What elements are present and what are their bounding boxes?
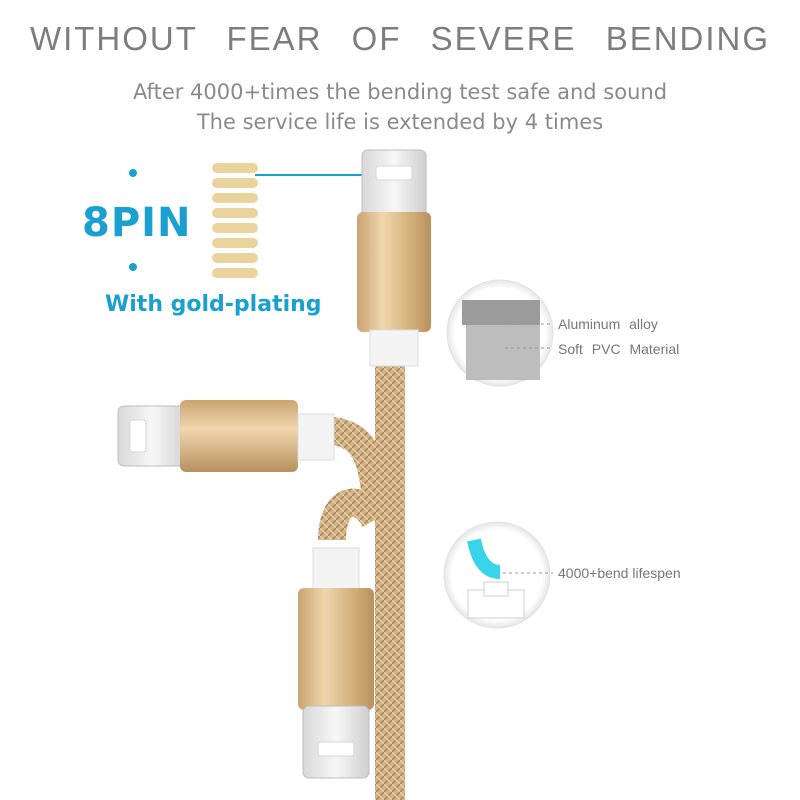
subtitle-line-1: After 4000+times the bending test safe a… bbox=[132, 80, 668, 104]
pin-dot-bottom bbox=[129, 263, 137, 271]
gold-plating-label: With gold-plating bbox=[105, 292, 322, 317]
subtitle-line-2: The service life is extended by 4 times bbox=[196, 110, 604, 134]
gold-pins-icon bbox=[212, 163, 258, 278]
bend-detail-disc bbox=[443, 521, 553, 629]
bend-lifespan-label: 4000+bend lifespen bbox=[558, 565, 681, 581]
lightning-connector-top bbox=[357, 149, 431, 367]
lightning-connector-left bbox=[117, 400, 335, 472]
pin-dot-top bbox=[129, 169, 137, 177]
pin-label: 8PIN bbox=[82, 200, 192, 246]
page-title: WITHOUT FEAR OF SEVERE BENDING bbox=[29, 20, 771, 57]
material-detail-disc bbox=[446, 279, 554, 387]
aluminum-alloy-label: Aluminum alloy bbox=[558, 316, 658, 332]
lightning-connector-bottom bbox=[298, 547, 374, 779]
soft-pvc-label: Soft PVC Material bbox=[558, 341, 680, 357]
